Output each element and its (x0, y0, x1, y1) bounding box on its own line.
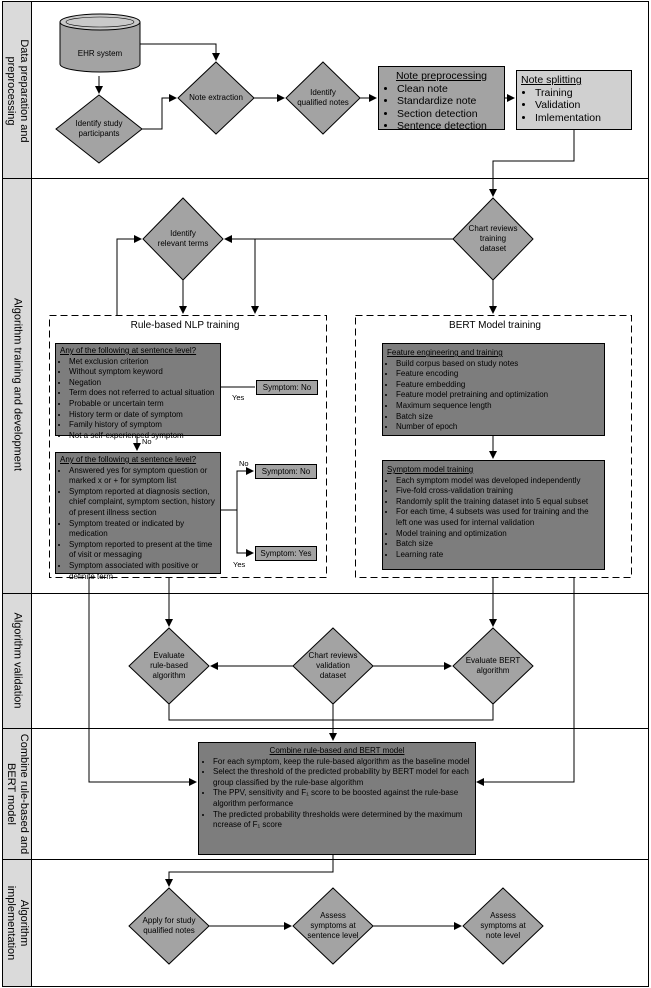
bert-box2-item: Batch size (396, 539, 600, 550)
rule-box2-item: Symptom reported to present at the time … (69, 540, 216, 561)
section-label-bands (3, 2, 31, 986)
note-preprocessing-title: Note preprocessing (395, 70, 488, 82)
bert-box1-item: Batch size (396, 412, 600, 423)
diamond-qualified-notes (285, 61, 361, 135)
rule-inclusion-box: Any of the following at sentence level? … (55, 452, 221, 581)
diamond-apply-notes (128, 887, 210, 965)
decision-diamonds (55, 61, 544, 965)
symptom-no-box-2: Symptom: No (255, 464, 317, 479)
rule-box1-item: History term or date of symptom (69, 410, 216, 421)
bert-feature-box: Feature engineering and training Build c… (382, 343, 605, 436)
rule-box1-item: Term does not referred to actual situati… (69, 388, 216, 399)
rule-box2-title: Any of the following at sentence level? (60, 455, 197, 464)
splitting-item: Training (535, 87, 627, 100)
assess-sentence-label: Assess symptoms at sentence level (307, 911, 359, 940)
qualified-notes-label: Identify qualified notes (297, 88, 349, 107)
rule-box2-item: Symptom treated or indicated by medicati… (69, 519, 216, 540)
combine-box-item: The predicted probability thresholds wer… (213, 810, 470, 831)
rule-box1-item: Probable or uncertain term (69, 399, 216, 410)
note-extraction-label: Note extraction (189, 93, 243, 102)
preprocessing-item: Section detection (397, 108, 500, 121)
section-label-data-prep: Data preparation and preprocessing (5, 39, 30, 143)
symptom-yes-box: Symptom: Yes (255, 546, 317, 561)
diamond-assess-sentence (292, 887, 374, 965)
bert-box1-title: Feature engineering and training (387, 348, 503, 357)
bert-box2-title: Symptom model training (387, 465, 474, 474)
note-splitting-title: Note splitting (521, 74, 582, 86)
eval-rule-label: Evaluate rule-based algorithm (150, 651, 188, 680)
bert-symptom-box: Symptom model training Each symptom mode… (382, 460, 605, 570)
bert-box2-item: For each time, 4 subsets was used for tr… (396, 507, 600, 528)
diamond-assess-note (462, 887, 544, 965)
ehr-system-label: EHR system (77, 49, 123, 58)
combine-box-item: The PPV, sensitivity and F₁ score to be … (213, 788, 470, 809)
bert-box1-item: Feature model pretraining and optimizati… (396, 390, 600, 401)
yes-label-1: Yes (232, 393, 245, 402)
bert-panel-title: BERT Model training (449, 320, 541, 331)
note-splitting-box: Note splitting Training Validation Imlem… (516, 70, 632, 130)
bert-box2-item: Randomly split the training dataset into… (396, 497, 600, 508)
combine-box-item: Select the threshold of the predicted pr… (213, 767, 470, 788)
bert-panel-border (355, 315, 632, 578)
note-preprocessing-box: Note preprocessing Clean note Standardiz… (378, 66, 505, 133)
eval-bert-label: Evaluate BERT algorithm (465, 656, 521, 675)
identify-participants-label: Identify study participants (75, 119, 123, 138)
splitting-item: Imlementation (535, 112, 627, 125)
section-label-validation: Algorithm validation (11, 612, 24, 709)
bert-box1-item: Feature embedding (396, 380, 600, 391)
diamond-note-extraction (177, 61, 255, 135)
section-label-training: Algorithm training and development (11, 297, 24, 472)
rule-box1-item: Negation (69, 378, 216, 389)
bert-box2-item: Model training and optimization (396, 529, 600, 540)
rule-box2-item: Symptom associated with positive or defi… (69, 561, 216, 582)
combine-box-item: For each symptom, keep the rule-based al… (213, 757, 470, 768)
rule-box1-item: Not a self-experienced symptom (69, 431, 216, 442)
symptom-no-box-1: Symptom: No (256, 380, 318, 395)
rule-box2-item: Symptom reported at diagnosis section, c… (69, 487, 216, 519)
rule-box1-item: Without symptom keyword (69, 367, 216, 378)
rule-exclusion-box: Any of the following at sentence level? … (55, 343, 221, 440)
preprocessing-item: Clean note (397, 83, 500, 96)
assess-note-label: Assess symptoms at note level (480, 911, 526, 940)
bert-box2-item: Five-fold cross-validation training (396, 486, 600, 497)
bert-box1-item: Number of epoch (396, 422, 600, 433)
rule-box1-item: Family history of symptom (69, 420, 216, 431)
section-label-combine: Combine rule-based and BERT model (5, 733, 30, 855)
training-panels (49, 315, 632, 578)
chart-validation-label: Chart reviews validation dataset (308, 651, 358, 680)
rule-panel-border (49, 315, 327, 578)
no-label-1: No (142, 437, 152, 446)
preprocessing-item: Sentence detection (397, 120, 500, 133)
bert-box1-item: Maximum sequence length (396, 401, 600, 412)
section-label-implementation: Algorithm implementation (5, 885, 30, 961)
chart-training-label: Chart reviews training dataset (468, 224, 518, 253)
splitting-item: Validation (535, 99, 627, 112)
ehr-database-shape (59, 13, 141, 73)
preprocessing-item: Standardize note (397, 95, 500, 108)
yes-label-2: Yes (233, 560, 246, 569)
combine-model-box: Combine rule-based and BERT model For ea… (198, 742, 476, 855)
bert-box1-item: Feature encoding (396, 369, 600, 380)
rule-box1-item: Met exclusion criterion (69, 357, 216, 368)
bert-box2-item: Each symptom model was developed indepen… (396, 476, 600, 487)
no-label-2: No (239, 459, 249, 468)
rule-panel-title: Rule-based NLP training (130, 320, 240, 331)
bert-box2-item: Learning rate (396, 550, 600, 561)
apply-notes-label: Apply for study qualified notes (142, 916, 196, 935)
bert-box1-item: Build corpus based on study notes (396, 359, 600, 370)
diamond-identify-participants (55, 94, 143, 164)
combine-box-title: Combine rule-based and BERT model (269, 746, 405, 755)
relevant-terms-label: Identify relevant terms (157, 229, 209, 248)
connectors (88, 43, 575, 930)
rule-box1-title: Any of the following at sentence level? (60, 346, 197, 355)
rule-box2-item: Answered yes for symptom question or mar… (69, 466, 216, 487)
